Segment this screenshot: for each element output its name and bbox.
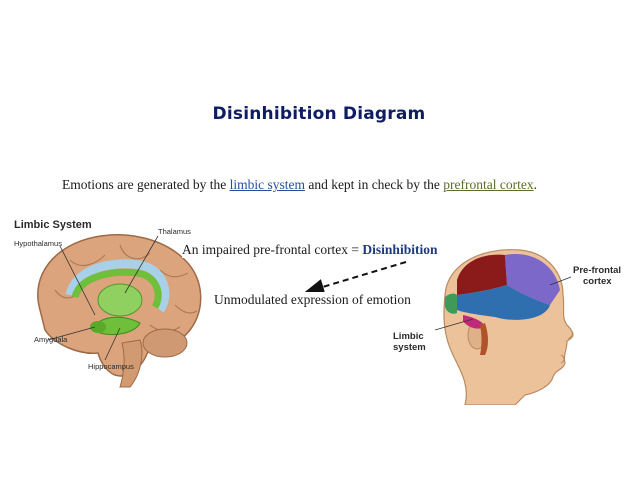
limbic-label-line1: Limbic — [393, 331, 424, 342]
prefrontal-label-line1: Pre-frontal — [573, 265, 622, 276]
limbic-system-illustration: Limbic System Thalamus Hypothalamus Amyg… — [0, 215, 215, 390]
intro-text-end: . — [533, 177, 537, 192]
prefrontal-cortex-link[interactable]: prefrontal cortex — [443, 177, 534, 192]
limbic-system-heading: Limbic System — [14, 219, 92, 231]
statement1-text: An impaired pre-frontal cortex = — [182, 242, 363, 257]
head-profile-image — [434, 249, 574, 406]
prefrontal-label-line2: cortex — [583, 276, 612, 287]
disinhibition-term: Disinhibition — [362, 242, 438, 257]
intro-text-start: Emotions are generated by the — [62, 177, 230, 192]
brain-sagittal-image — [37, 234, 202, 388]
diagram-title: Disinhibition Diagram — [212, 104, 426, 124]
hippocampus-label: Hippocampus — [88, 362, 134, 371]
limbic-label-line2: system — [393, 342, 426, 353]
amygdala-label: Amygdala — [34, 335, 68, 344]
intro-sentence: Emotions are generated by the limbic sys… — [62, 177, 537, 193]
unmodulated-expression-statement: Unmodulated expression of emotion — [214, 292, 411, 308]
limbic-system-label: Limbic system — [393, 331, 426, 353]
hypothalamus-label: Hypothalamus — [14, 239, 62, 248]
head-cortex-illustration: Pre-frontal cortex Limbic system — [385, 235, 638, 406]
disinhibition-statement: An impaired pre-frontal cortex = Disinhi… — [182, 242, 438, 258]
thalamus-label: Thalamus — [158, 227, 191, 236]
intro-text-middle: and kept in check by the — [304, 177, 444, 192]
limbic-system-link[interactable]: limbic system — [229, 177, 305, 192]
prefrontal-cortex-label: Pre-frontal cortex — [573, 265, 621, 287]
